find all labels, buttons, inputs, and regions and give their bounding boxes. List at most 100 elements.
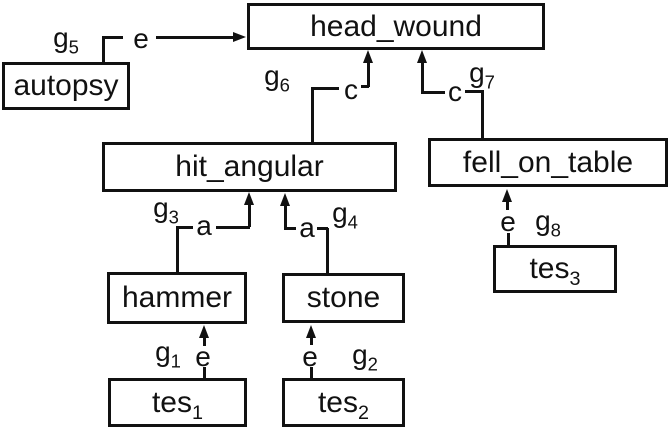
- edge-segment-g4: [317, 227, 328, 230]
- arrowhead-g5-right-icon: [233, 31, 246, 42]
- edge-label-text: e: [133, 23, 149, 54]
- edge-label-subscript: 7: [484, 71, 495, 93]
- edge-label-text: g: [332, 197, 348, 228]
- node-label-text: stone: [306, 281, 381, 314]
- arrowhead-g3-up-icon: [243, 192, 254, 205]
- node-label: hit_angular: [175, 152, 323, 182]
- node-label-subscript: 1: [192, 401, 204, 424]
- arrowhead-g1-up-icon: [198, 325, 209, 338]
- arrowhead-g7-up-icon: [416, 50, 427, 63]
- edge-label-c-fell: c: [448, 78, 462, 106]
- edge-label-text: g: [153, 192, 169, 223]
- edge-segment-g3: [176, 227, 179, 272]
- edge-segment-g1: [203, 337, 206, 346]
- node-label-text: tes: [151, 385, 192, 419]
- edge-segment-g7: [481, 90, 484, 138]
- edge-segment-g3: [176, 226, 193, 229]
- node-label: hammer: [122, 283, 232, 313]
- edge-label-text: a: [196, 210, 212, 241]
- edge-label-text: a: [299, 212, 315, 243]
- edge-label-text: c: [448, 76, 462, 107]
- edge-segment-g7: [421, 91, 445, 94]
- node-label-text: hammer: [121, 281, 233, 314]
- node-label: autopsy: [13, 71, 118, 101]
- node-label: head_wound: [310, 9, 482, 43]
- node-label-text: fell_on_table: [462, 145, 634, 179]
- edge-label-c-hit: c: [344, 76, 358, 104]
- node-label: stone: [307, 283, 380, 313]
- node-label-subscript: 2: [358, 401, 370, 424]
- edge-segment-g4: [284, 204, 287, 228]
- edge-label-g2: g2: [352, 339, 378, 374]
- node-head_wound: head_wound: [247, 3, 545, 50]
- edge-label-text: e: [302, 341, 318, 372]
- edge-label-subscript: 6: [279, 74, 290, 96]
- edge-label-g6: g6: [264, 60, 290, 95]
- edge-label-g4: g4: [332, 197, 358, 232]
- edge-label-text: g: [352, 339, 368, 370]
- edge-segment-g6: [361, 85, 369, 88]
- edge-segment-g6: [311, 87, 339, 90]
- arrowhead-g4-up-icon: [279, 193, 290, 206]
- edge-label-e-tes2: e: [302, 343, 318, 371]
- edge-segment-g2: [310, 336, 313, 345]
- edge-label-e-autopsy: e: [133, 25, 149, 53]
- node-label: tes2: [317, 385, 369, 422]
- edge-segment-g6: [311, 88, 314, 142]
- node-hammer: hammer: [107, 272, 247, 324]
- node-tes2: tes2: [282, 378, 405, 427]
- node-fell_on_table: fell_on_table: [428, 138, 668, 187]
- edge-segment-g3: [216, 226, 250, 229]
- edge-segment-g2: [310, 367, 313, 378]
- edge-segment-g8: [507, 233, 510, 245]
- node-label-text: hit_angular: [175, 150, 324, 183]
- node-label: tes3: [529, 252, 580, 289]
- edge-label-text: g: [264, 60, 280, 91]
- edge-segment-g5: [156, 36, 234, 39]
- arrowhead-g2-up-icon: [305, 325, 316, 338]
- edge-label-text: g: [535, 205, 551, 236]
- edge-segment-g7: [465, 90, 484, 93]
- edge-segment-g3: [248, 203, 251, 227]
- edge-label-subscript: 4: [347, 211, 358, 233]
- node-label-text: head_wound: [310, 9, 482, 43]
- edge-label-a-hammer: a: [196, 212, 212, 240]
- edge-label-text: g: [469, 57, 485, 88]
- node-label: fell_on_table: [462, 145, 634, 179]
- edge-label-a-stone: a: [299, 214, 315, 242]
- edge-label-g7: g7: [469, 57, 495, 92]
- edge-segment-g1: [203, 367, 206, 378]
- edge-segment-g5: [102, 36, 123, 39]
- edge-segment-g5: [102, 37, 105, 62]
- edge-label-g8: g8: [535, 205, 561, 240]
- edge-segment-g4: [284, 227, 296, 230]
- edge-label-text: c: [344, 74, 358, 105]
- node-label: tes1: [151, 385, 203, 422]
- edge-label-text: e: [195, 341, 211, 372]
- edge-label-text: g: [53, 22, 69, 53]
- edge-label-subscript: 3: [168, 206, 179, 228]
- edge-segment-g4: [326, 228, 329, 273]
- node-stone: stone: [282, 273, 405, 323]
- node-tes1: tes1: [108, 378, 247, 427]
- edge-label-e-tes3: e: [500, 208, 516, 236]
- edge-segment-g8: [506, 201, 509, 210]
- edge-label-g5: g5: [53, 22, 79, 57]
- edge-label-subscript: 1: [170, 350, 181, 372]
- edge-label-g1: g1: [155, 336, 181, 371]
- node-hit_angular: hit_angular: [102, 142, 397, 192]
- node-label-text: autopsy: [13, 69, 119, 102]
- edge-label-g3: g3: [153, 192, 179, 227]
- arrowhead-g6-up-icon: [362, 50, 373, 63]
- node-label-text: tes: [529, 252, 570, 285]
- node-autopsy: autopsy: [2, 62, 130, 110]
- edge-label-subscript: 8: [550, 219, 561, 241]
- edge-label-e-tes1: e: [195, 343, 211, 371]
- node-tes3: tes3: [493, 245, 617, 293]
- edge-label-text: g: [155, 336, 171, 367]
- node-label-text: tes: [317, 385, 358, 419]
- edge-segment-g7: [421, 61, 424, 92]
- edge-segment-g6: [367, 61, 370, 87]
- arrowhead-g8-up-icon: [501, 189, 512, 202]
